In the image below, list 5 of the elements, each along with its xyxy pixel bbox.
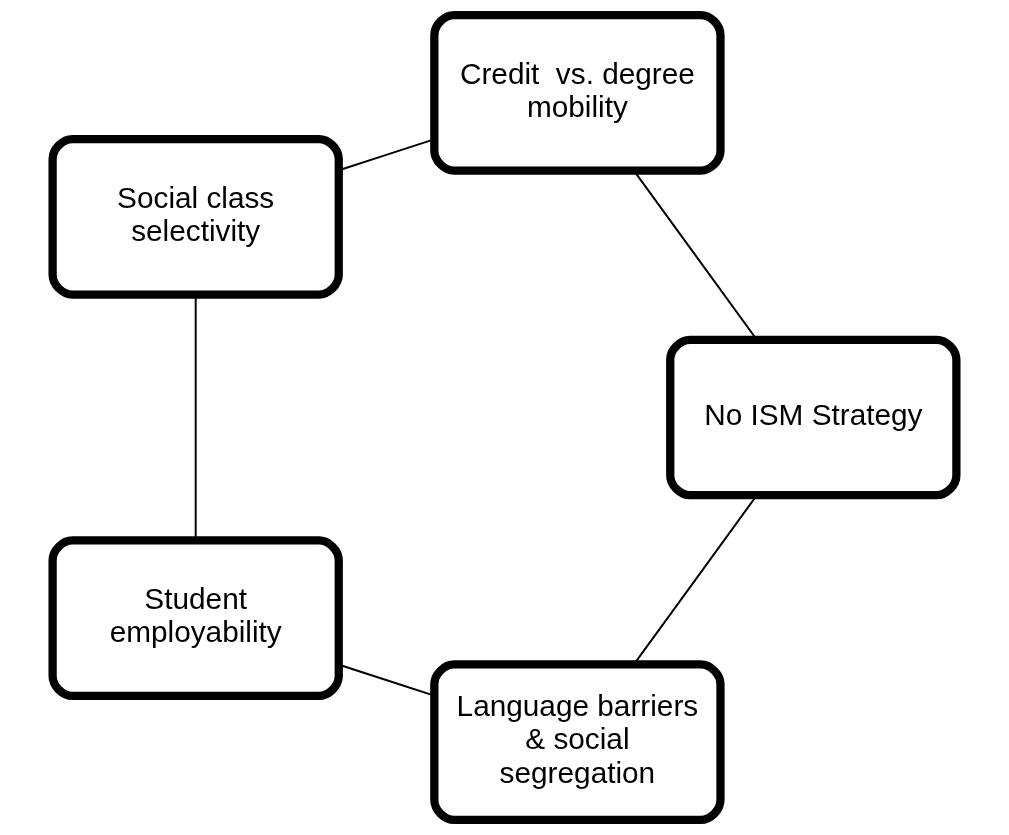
node-box: Language barriers & social segregation [430,660,725,825]
node-box: Student employability [48,536,343,701]
node-box: Credit vs. degree mobility [430,10,725,175]
node-box: No ISM Strategy [666,335,961,500]
node-box: Social class selectivity [48,134,343,299]
